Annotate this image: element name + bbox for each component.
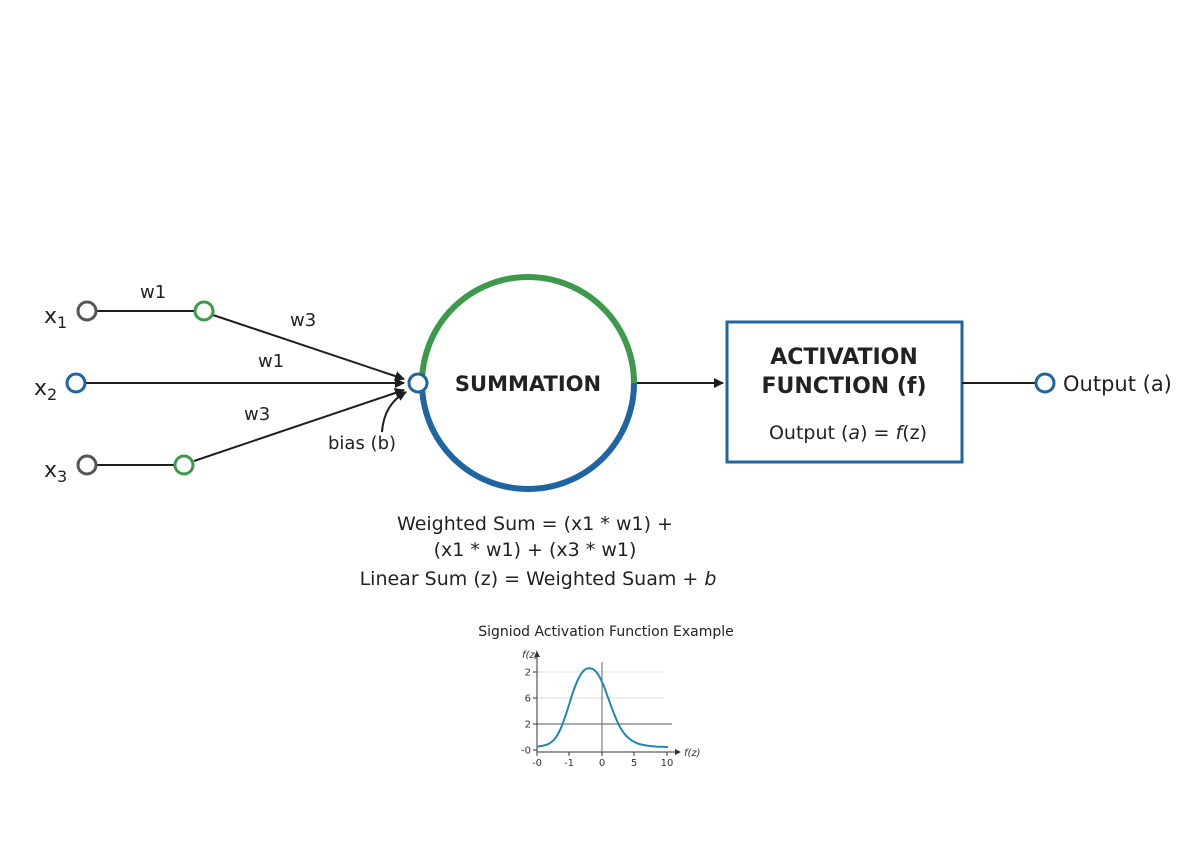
weight-label-middle: w1 — [258, 351, 284, 372]
chart-y-tick-label: 2 — [525, 668, 531, 679]
sigmoid-chart: Signiod Activation Function Example f(z)… — [478, 624, 734, 769]
input-label-1: x1 — [44, 304, 67, 332]
input-label-2: x2 — [34, 376, 57, 404]
activation-box — [725, 320, 964, 464]
output-label: Output (a) — [1063, 372, 1172, 396]
equation-line-3: Linear Sum (z) = Weighted Suam + b — [360, 568, 717, 590]
activation-title-line2: FUNCTION (f) — [761, 374, 926, 399]
bias-label: bias (b) — [328, 433, 396, 454]
chart-y-tick-label: -0 — [521, 746, 531, 757]
weight-node-1 — [193, 300, 215, 322]
equation-line-2: (x1 * w1) + (x3 * w1) — [434, 539, 637, 561]
chart-x-tick-label: 5 — [631, 758, 637, 769]
upper-weight-arrow — [212, 314, 405, 381]
equation-line-1: Weighted Sum = (x1 * w1) + — [397, 513, 673, 535]
activation-title-line1: ACTIVATION — [770, 345, 918, 370]
summation-ring-bottom — [419, 382, 637, 492]
summation-ring-top — [419, 274, 637, 384]
weight-node-3 — [173, 454, 195, 476]
chart-x-tick-label: -0 — [532, 758, 542, 769]
input-node-2 — [65, 372, 87, 394]
activation-formula: Output (a) = f(z) — [769, 422, 927, 444]
chart-x-tick-label: 10 — [661, 758, 674, 769]
bias-arrow — [381, 391, 407, 433]
input-node-1 — [76, 300, 98, 322]
chart-y-label: f(z) — [522, 650, 539, 661]
chart-x-tick-label: -1 — [564, 758, 574, 769]
chart-curve — [536, 667, 669, 749]
chart-title: Signiod Activation Function Example — [478, 624, 734, 640]
chart-x-label: f(z) — [684, 748, 701, 759]
summation-input-node — [407, 372, 429, 394]
summation-label: SUMMATION — [455, 372, 601, 396]
chart-x-tick-label: 0 — [599, 758, 605, 769]
weight-label-upper-diag: w3 — [290, 310, 316, 331]
weight-label-lower-diag: w3 — [244, 404, 270, 425]
chart-y-tick-label: 6 — [525, 694, 531, 705]
output-node — [1034, 372, 1056, 394]
input-label-3: x3 — [44, 458, 67, 486]
input-node-3 — [76, 454, 98, 476]
chart-x-ticks: -0 -1 0 5 10 — [532, 752, 673, 769]
chart-grid — [537, 671, 672, 725]
chart-y-tick-label: 2 — [525, 720, 531, 731]
chart-y-ticks: 2 6 2 -0 — [521, 668, 537, 757]
lower-weight-arrow — [193, 388, 405, 462]
weight-label-top: w1 — [140, 282, 166, 303]
